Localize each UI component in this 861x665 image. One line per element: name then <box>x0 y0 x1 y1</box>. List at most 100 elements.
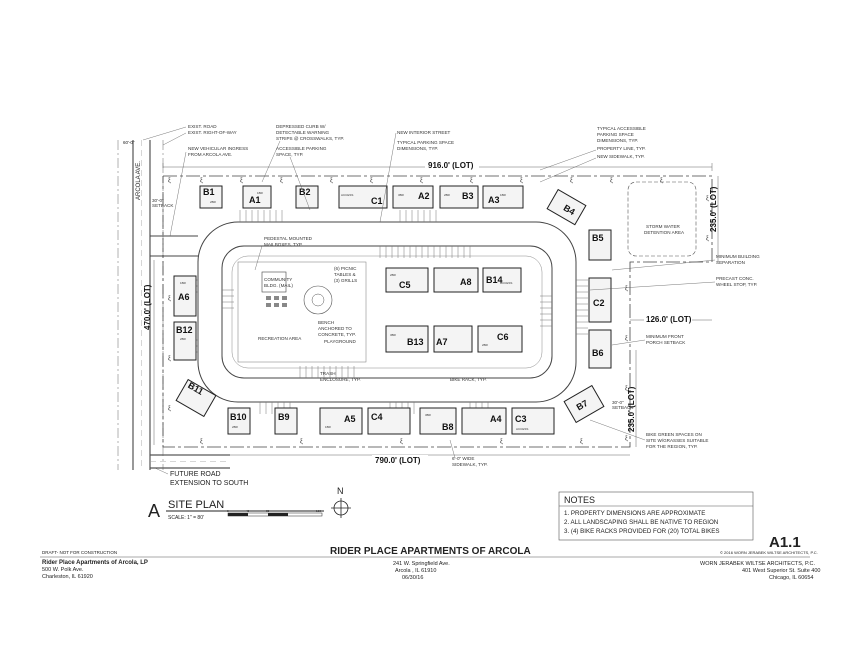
future-road-label-2: EXTENSION TO SOUTH <box>170 480 248 487</box>
building-b1: B1 <box>199 185 223 209</box>
site-addr-2: Arcola , IL 61910 <box>395 568 436 574</box>
building-a4: A4 <box>461 407 507 435</box>
svg-text:B4: B4 <box>562 203 577 217</box>
svg-text:30'-0": 30'-0" <box>612 400 624 405</box>
scale-text: SCALE: 1" = 80' <box>168 515 204 521</box>
svg-text:ξ: ξ <box>400 439 403 445</box>
sheet-number: A1.1 <box>769 534 801 551</box>
svg-text:ACCESS: ACCESS <box>341 193 353 197</box>
svg-text:B2: B2 <box>299 187 311 197</box>
svg-text:C1: C1 <box>371 196 383 206</box>
svg-text:SETBACK: SETBACK <box>152 203 174 208</box>
svg-text:PRECAST CONC.: PRECAST CONC. <box>716 276 754 281</box>
building-b12: B12 <box>173 321 197 361</box>
svg-text:N: N <box>337 486 344 496</box>
project-title: RIDER PLACE APARTMENTS OF ARCOLA <box>330 546 531 557</box>
building-c3: C3 <box>511 407 555 435</box>
callouts: EXIST. ROAD EXIST. RIGHT-OF-WAY NEW VEHI… <box>142 124 760 467</box>
dim-mid: 126.0' (LOT) <box>646 315 692 324</box>
dim-right-bottom: 235.0' (LOT) <box>627 386 636 432</box>
svg-text:NEW VEHICULAR INGRESS: NEW VEHICULAR INGRESS <box>188 146 248 151</box>
owner-addr-2: Charleston, IL 61920 <box>42 574 93 580</box>
building-c1: C1 <box>338 185 388 209</box>
svg-text:80: 80 <box>266 509 270 513</box>
owner-name: Rider Place Apartments of Arcola, LP <box>42 560 148 566</box>
building-a7: A7 <box>433 325 473 353</box>
buildings: B1 A1 B2 C1 A2 B3 A3 B4 B5 C2 B6 B7 A6 B… <box>173 185 612 435</box>
svg-text:1BR: 1BR <box>180 281 187 285</box>
dim-bottom: 790.0' (LOT) <box>375 456 421 465</box>
building-b8: B8 <box>419 407 457 435</box>
svg-text:ξ: ξ <box>200 439 203 445</box>
svg-text:SPACE, TYP.: SPACE, TYP. <box>276 152 303 157</box>
building-b6: B6 <box>588 329 612 369</box>
svg-text:B6: B6 <box>592 348 604 358</box>
svg-text:MAILBOXES, TYP.: MAILBOXES, TYP. <box>264 242 303 247</box>
svg-text:ξ: ξ <box>470 178 473 184</box>
svg-text:B13: B13 <box>407 337 424 347</box>
svg-text:B10: B10 <box>230 412 247 422</box>
svg-text:BIKE GREEN SPACES ON: BIKE GREEN SPACES ON <box>646 432 702 437</box>
svg-text:TYPICAL ACCESSIBLE: TYPICAL ACCESSIBLE <box>597 126 646 131</box>
svg-text:A6: A6 <box>178 292 190 302</box>
dim-60-label: 60'-0" <box>123 140 135 145</box>
svg-text:B9: B9 <box>278 412 290 422</box>
svg-text:ξ: ξ <box>570 178 573 184</box>
dim-top: 916.0' (LOT) <box>428 161 474 170</box>
svg-text:EXIST. RIGHT-OF-WAY: EXIST. RIGHT-OF-WAY <box>188 130 237 135</box>
svg-text:ACCESSIBLE PARKING: ACCESSIBLE PARKING <box>276 146 327 151</box>
parking-stalls <box>186 210 588 414</box>
svg-text:2BR: 2BR <box>482 343 489 347</box>
building-b10: B10 <box>227 407 251 435</box>
svg-text:TRASH: TRASH <box>320 371 336 376</box>
dimension-lines: 916.0' (LOT) 470.0' (LOT) 235.0' (LOT) 2… <box>143 160 719 465</box>
svg-text:3BR: 3BR <box>390 333 397 337</box>
svg-text:PORCH SETBACK: PORCH SETBACK <box>646 340 686 345</box>
building-c5: C5 <box>385 267 429 293</box>
svg-text:ACCESS: ACCESS <box>500 281 512 285</box>
future-road-label-1: FUTURE ROAD <box>170 471 221 478</box>
copyright: © 2016 WORN JERABEK WILTSE ARCHITECTS, P… <box>720 550 818 555</box>
site-addr-1: 241 W. Springfield Ave. <box>393 561 450 567</box>
svg-text:ξ: ξ <box>200 178 203 184</box>
svg-text:C2: C2 <box>593 298 605 308</box>
svg-text:2BR: 2BR <box>232 425 239 429</box>
storm-label-1: STORM WATER <box>646 224 681 229</box>
svg-text:B8: B8 <box>442 422 454 432</box>
scale-bar: 0 40 80 160 <box>227 509 323 517</box>
svg-text:B12: B12 <box>176 325 193 335</box>
svg-text:PEDESTAL MOUNTED: PEDESTAL MOUNTED <box>264 236 313 241</box>
svg-text:C6: C6 <box>497 332 509 342</box>
building-a3: A3 <box>482 185 524 209</box>
svg-text:ANCHORED TO: ANCHORED TO <box>318 326 352 331</box>
building-b13: B13 <box>385 325 429 353</box>
community-building <box>261 271 287 293</box>
storm-water-detention: STORM WATER DETENTION AREA <box>627 181 697 257</box>
svg-text:ACCESS: ACCESS <box>516 427 528 431</box>
svg-text:ξ: ξ <box>706 196 709 202</box>
svg-text:COMMUNITY: COMMUNITY <box>264 277 292 282</box>
building-a6: A6 <box>173 275 197 317</box>
building-b5: B5 <box>588 229 612 261</box>
svg-text:BIKE RACK, TYP.: BIKE RACK, TYP. <box>450 377 487 382</box>
svg-text:SEPARATION: SEPARATION <box>716 260 745 265</box>
svg-text:(3) GRILLS: (3) GRILLS <box>334 278 357 283</box>
svg-text:A8: A8 <box>460 277 472 287</box>
svg-text:(6) PICNIC: (6) PICNIC <box>334 266 357 271</box>
future-road: FUTURE ROAD EXTENSION TO SOUTH <box>150 454 248 487</box>
architect-addr-1: 401 West Superior St. Suite 400 <box>742 568 820 574</box>
notes-box: NOTES 1. PROPERTY DIMENSIONS ARE APPROXI… <box>558 491 754 541</box>
svg-text:ξ: ξ <box>610 178 613 184</box>
note-3: 3. (4) BIKE RACKS PROVIDED FOR (20) TOTA… <box>564 528 720 535</box>
svg-text:DEPRESSED CURB W/: DEPRESSED CURB W/ <box>276 124 326 129</box>
svg-text:2BR: 2BR <box>390 273 397 277</box>
svg-text:30'-0": 30'-0" <box>152 198 164 203</box>
svg-text:SITE W/GRASSES SUITABLE: SITE W/GRASSES SUITABLE <box>646 438 708 443</box>
svg-text:BLDG. (MAIL): BLDG. (MAIL) <box>264 283 293 288</box>
building-c4: C4 <box>367 407 411 435</box>
svg-text:2BR: 2BR <box>210 200 217 204</box>
architect-addr-2: Chicago, IL 60654 <box>769 575 813 581</box>
arcola-ave-label: ARCOLA AVE. <box>136 161 142 200</box>
svg-text:TYPICAL PARKING SPACE: TYPICAL PARKING SPACE <box>397 140 454 145</box>
